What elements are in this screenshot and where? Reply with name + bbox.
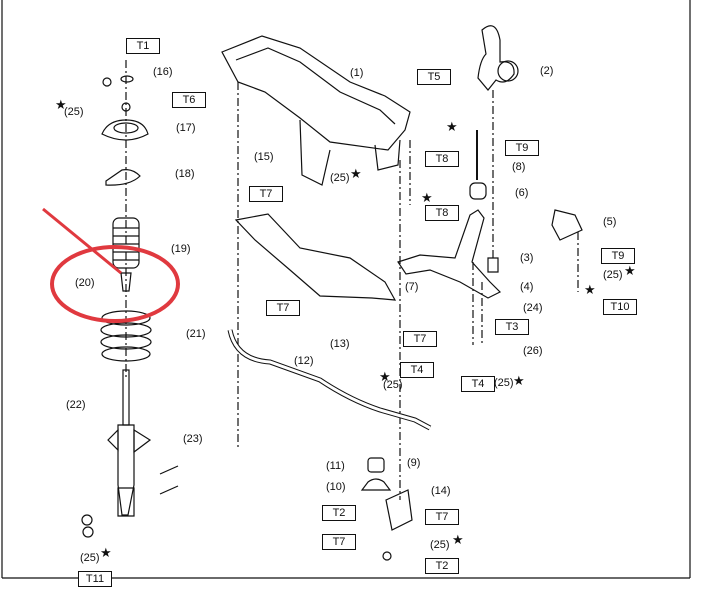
part-callout: (26) [523, 345, 543, 357]
part-callout: (2) [540, 65, 554, 77]
part-callout: (11) [326, 460, 345, 472]
mount-17 [101, 119, 149, 141]
strut-assembly [81, 60, 179, 538]
part-callout: (13) [330, 338, 350, 350]
torque-label-box: T3 [495, 319, 529, 335]
part-callout: (14) [431, 485, 451, 497]
star-icon: ★ [55, 97, 67, 112]
torque-label-box: T2 [322, 505, 356, 521]
star-icon: ★ [379, 369, 391, 384]
nut-T6 [121, 102, 131, 112]
torque-label-box: T7 [249, 186, 283, 202]
part-callout: (7) [405, 281, 419, 293]
part-callout: (24) [523, 302, 543, 314]
part-callout: (20) [75, 277, 95, 289]
part-callout: (21) [186, 328, 206, 340]
support-13 [234, 213, 397, 301]
part-callout: (25) [383, 379, 403, 391]
clamp-10 [360, 478, 392, 491]
bumper-20 [120, 272, 132, 292]
star-icon: ★ [350, 166, 362, 181]
torque-label-box: T4 [400, 362, 434, 378]
torque-label-box: T7 [425, 509, 459, 525]
part-callout: (6) [515, 187, 529, 199]
star-icon: ★ [624, 263, 636, 278]
bushing-11 [367, 457, 385, 473]
part-callout: (3) [520, 252, 534, 264]
torque-label-box: T11 [78, 571, 112, 587]
part-callout: (18) [175, 168, 195, 180]
part-callout: (5) [603, 216, 617, 228]
part-callout: (25) [64, 106, 84, 118]
part-callout: (19) [171, 243, 191, 255]
part-callout: (23) [183, 433, 203, 445]
star-icon: ★ [100, 545, 112, 560]
boot-19 [112, 217, 140, 269]
highlight-arrow [42, 207, 122, 275]
bracket-5 [551, 209, 583, 241]
torque-label-box: T7 [322, 534, 356, 550]
star-icon: ★ [584, 282, 596, 297]
part-callout: (12) [294, 355, 314, 367]
part-callout: (16) [153, 66, 173, 78]
knuckle-2 [477, 25, 515, 91]
torque-label-box: T1 [126, 38, 160, 54]
torque-label-box: T7 [266, 300, 300, 316]
cap-16 [120, 75, 134, 83]
part-callout: (25) [330, 172, 350, 184]
bolts-23 [159, 465, 179, 495]
ball-joint-3 [487, 257, 499, 273]
star-icon: ★ [421, 190, 433, 205]
torque-label-box: T4 [461, 376, 495, 392]
torque-label-box: T8 [425, 151, 459, 167]
seat-18 [105, 169, 141, 186]
star-icon: ★ [513, 373, 525, 388]
part-callout: (4) [520, 281, 534, 293]
part-callout: (1) [350, 67, 364, 79]
crossmember-1 [221, 35, 411, 500]
strut-rod-22 [122, 369, 130, 426]
part-callout: (9) [407, 457, 421, 469]
torque-label-box: T9 [505, 140, 539, 156]
torque-label-box: T8 [425, 205, 459, 221]
star-icon: ★ [452, 532, 464, 547]
strut-body [117, 424, 135, 516]
part-callout: (25) [603, 269, 623, 281]
bushing-6 [469, 182, 487, 200]
torque-label-box: T5 [417, 69, 451, 85]
part-callout: (25) [80, 552, 100, 564]
torque-label-box: T10 [603, 299, 637, 315]
star-icon: ★ [446, 119, 458, 134]
part-callout: (10) [326, 481, 346, 493]
coil-spring-21 [100, 310, 152, 362]
part-callout: (25) [430, 539, 450, 551]
highlight-circle [50, 245, 180, 323]
part-callout: (25) [494, 377, 514, 389]
nut-25 [102, 77, 112, 87]
lower-arm-4 [397, 209, 502, 299]
part-callout: (8) [512, 161, 526, 173]
torque-label-box: T6 [172, 92, 206, 108]
torque-label-box: T2 [425, 558, 459, 574]
part-callout: (22) [66, 399, 86, 411]
torque-label-box: T7 [403, 331, 437, 347]
part-callout: (15) [254, 151, 274, 163]
torque-label-box: T9 [601, 248, 635, 264]
part-callout: (17) [176, 122, 196, 134]
bracket-14 [385, 489, 413, 531]
